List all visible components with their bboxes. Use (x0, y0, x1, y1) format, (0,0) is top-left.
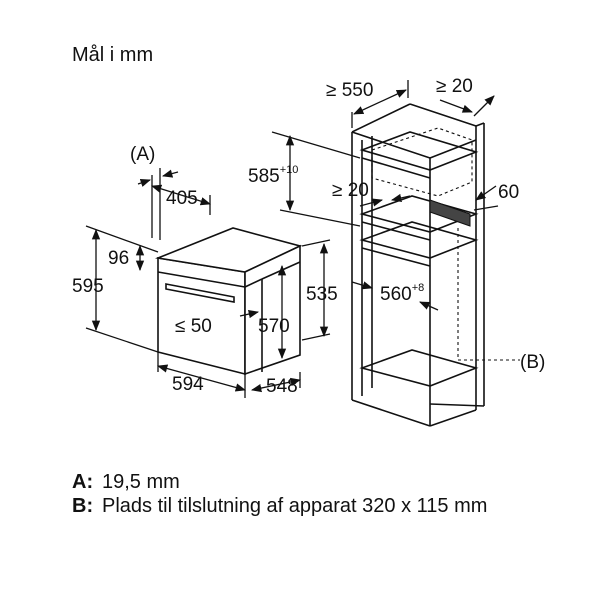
note-b: B: Plads til tilslutning af apparat 320 … (72, 494, 532, 518)
dim-width-560: 560+8 (380, 282, 424, 305)
label-connection-b: (B) (520, 352, 545, 373)
dim-height-585: 585+10 (248, 164, 298, 187)
dim-height-595: 595 (72, 276, 104, 297)
oven-handle (165, 283, 235, 303)
dim-gap-20-side: ≥ 20 (332, 180, 369, 201)
note-b-text: Plads til tilslutning af apparat 320 x 1… (102, 495, 488, 517)
dim-vent-60: 60 (498, 182, 519, 203)
dim-gap-20-top: ≥ 20 (436, 76, 473, 97)
page-title: Mål i mm (72, 44, 154, 66)
label-clearance-a: (A) (130, 144, 155, 165)
note-a-text: 19,5 mm (102, 471, 180, 493)
dim-height-96: 96 (108, 248, 129, 269)
dim-depth-548: 548 (266, 376, 298, 397)
vent-slot (429, 199, 471, 227)
note-b-key: B: (72, 495, 94, 517)
note-a-key: A: (72, 471, 94, 493)
dim-gap-50: ≤ 50 (175, 316, 212, 337)
dim-width-594: 594 (172, 374, 204, 395)
oven-side (244, 244, 301, 376)
notes-legend: A: 19,5 mm B: Plads til tilslutning af a… (72, 470, 532, 518)
dim-height-570: 570 (258, 316, 290, 337)
note-a: A: 19,5 mm (72, 470, 532, 494)
dim-height-535: 535 (306, 284, 338, 305)
dim-depth-405: 405 (166, 188, 198, 209)
dim-depth-550: ≥ 550 (326, 80, 373, 101)
oven-drawing (155, 227, 303, 376)
